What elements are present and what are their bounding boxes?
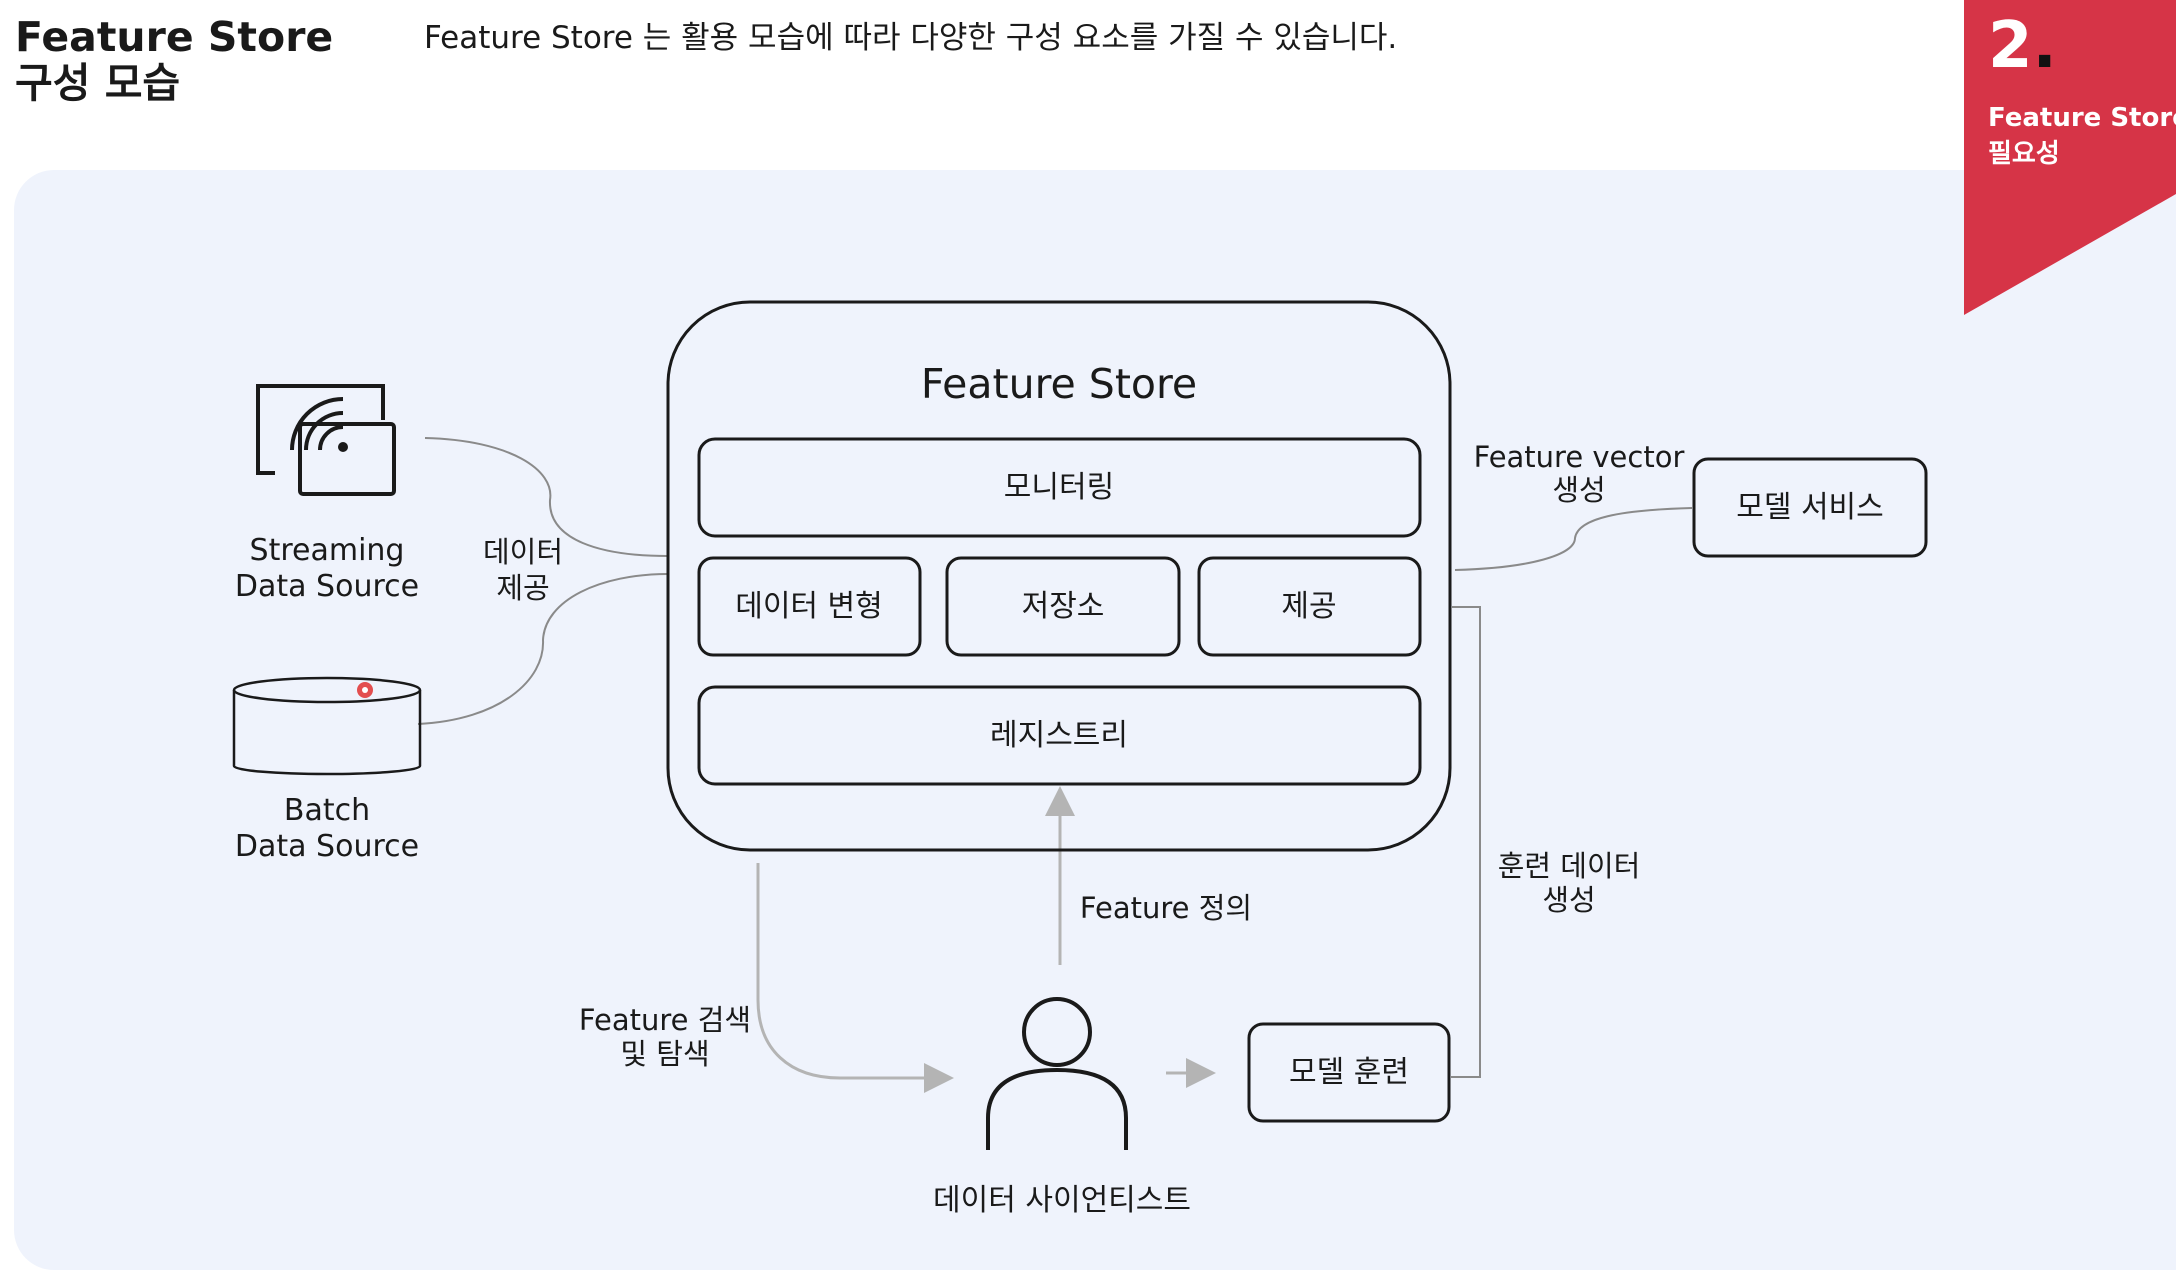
batch-label-line1: Batch: [284, 793, 370, 828]
feature-define-label: Feature 정의: [1080, 891, 1252, 925]
monitoring-box: [697, 437, 1422, 538]
feature-store-frame: [666, 300, 1452, 852]
feature-vector-label-line2: 생성: [1552, 473, 1605, 507]
monitoring-label: 모니터링: [1004, 470, 1114, 505]
streaming-source: Streaming Data Source: [235, 384, 419, 604]
diagram-panel: [14, 170, 2176, 1270]
feature-vector-label-line1: Feature vector: [1474, 440, 1685, 474]
slide-subtitle: Feature Store 는 활용 모습에 따라 다양한 구성 요소를 가질 …: [424, 20, 1398, 56]
serving-box: [1197, 556, 1422, 657]
data-provide-label-line1: 데이터: [483, 535, 563, 569]
database-icon: [232, 676, 422, 776]
section-number-value: 2: [1988, 9, 2033, 83]
model-service-label: 모델 서비스: [1736, 490, 1884, 525]
slide-title-line2: 구성 모습: [15, 59, 181, 107]
training-data-label-line2: 생성: [1542, 883, 1595, 917]
batch-connector: [417, 573, 669, 725]
storage-box: [945, 556, 1181, 657]
feature-store-diagram: Feature Store 모니터링 데이터 변형 저장소 제공 레지스트리 S…: [232, 300, 1928, 1218]
section-label-line1: Feature Store: [1988, 103, 2176, 133]
training-data-connector: [1451, 606, 1481, 1078]
data-provide-label-line2: 제공: [496, 571, 549, 605]
model-training: 모델 훈련: [1247, 1022, 1451, 1123]
serving-label: 제공: [1281, 589, 1336, 624]
streaming-label-line1: Streaming: [250, 533, 405, 568]
data-scientist-label: 데이터 사이언티스트: [933, 1183, 1191, 1218]
transform-label: 데이터 변형: [735, 589, 883, 624]
registry-box: [697, 685, 1422, 786]
connectors: [417, 437, 1693, 1093]
section-label: Feature Store 필요성: [1988, 100, 2176, 172]
batch-label-line2: Data Source: [235, 829, 419, 864]
feature-search-label-line2: 및 탐색: [620, 1037, 709, 1071]
person-icon: [986, 997, 1128, 1150]
model-training-label: 모델 훈련: [1289, 1055, 1409, 1090]
data-scientist: 데이터 사이언티스트: [933, 997, 1191, 1218]
slide-title-line1: Feature Store: [15, 13, 334, 61]
model-service-box: [1692, 457, 1928, 558]
feature-vector-connector: [1454, 507, 1693, 571]
streaming-icon: [256, 384, 396, 496]
batch-source: Batch Data Source: [232, 676, 422, 864]
section-number-dot: .: [2032, 9, 2057, 83]
feature-search-arrow: [756, 863, 954, 1093]
registry-label: 레지스트리: [990, 718, 1128, 753]
feature-store-box: Feature Store 모니터링 데이터 변형 저장소 제공 레지스트리: [666, 300, 1452, 852]
transform-box: [697, 556, 922, 657]
feature-search-label-line1: Feature 검색: [579, 1003, 751, 1037]
storage-label: 저장소: [1022, 589, 1105, 624]
section-number: 2.: [1988, 4, 2057, 88]
training-data-label-line1: 훈련 데이터: [1498, 849, 1641, 883]
cursor-pointer-center: [362, 687, 368, 693]
model-training-box: [1247, 1022, 1451, 1123]
feature-store-title: Feature Store: [921, 360, 1197, 408]
streaming-connector: [424, 437, 669, 557]
model-service: 모델 서비스: [1692, 457, 1928, 558]
streaming-label-line2: Data Source: [235, 569, 419, 604]
section-label-line2: 필요성: [1988, 139, 2060, 169]
slide-title: Feature Store 구성 모습: [15, 14, 333, 106]
